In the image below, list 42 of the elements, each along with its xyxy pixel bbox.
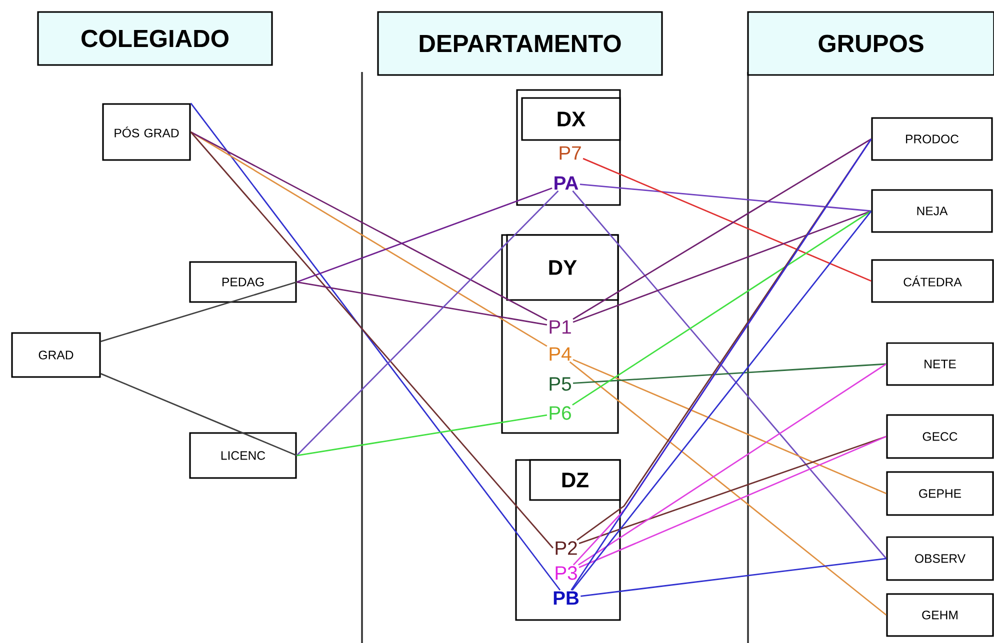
connector-line: [296, 190, 559, 456]
column-header: COLEGIADO: [37, 11, 273, 66]
connector-line: [572, 190, 887, 559]
connector-line: [580, 558, 886, 597]
group-title-box: DX: [521, 97, 621, 141]
connector-line: [572, 358, 886, 494]
connector-line: [578, 363, 887, 566]
item-label: P6: [547, 405, 573, 421]
connector-line: [572, 138, 872, 320]
column-header: DEPARTAMENTO: [377, 11, 663, 76]
label-box: PEDAG: [189, 261, 297, 303]
connector-line: [296, 281, 548, 326]
connector-line: [569, 361, 887, 616]
connector-line: [190, 102, 561, 591]
connector-line: [296, 187, 552, 283]
label-box: LICENC: [189, 432, 297, 479]
label-box: NETE: [886, 342, 994, 386]
group-title-box: DY: [506, 234, 619, 301]
connector-line: [578, 436, 886, 568]
item-label: PB: [552, 590, 580, 606]
label-box: CÁTEDRA: [871, 259, 994, 303]
connector-line: [580, 184, 872, 212]
connector-line: [572, 210, 872, 406]
connector-line: [578, 436, 886, 544]
label-box: PÓS GRAD: [102, 103, 191, 161]
label-box: GECC: [886, 414, 994, 459]
label-box: OBSERV: [886, 536, 994, 581]
connector-line: [573, 363, 886, 384]
connector-line: [190, 132, 554, 548]
connector-line: [296, 414, 548, 456]
group-title-box: DZ: [529, 459, 621, 501]
column-header: GRUPOS: [747, 11, 994, 76]
connector-line: [572, 210, 872, 591]
label-box: GRAD: [11, 332, 101, 378]
connector-line: [572, 210, 872, 323]
label-box: NEJA: [871, 189, 993, 233]
connector-line: [100, 281, 297, 342]
connector-line: [100, 373, 298, 456]
label-box: PRODOC: [871, 117, 993, 161]
connector-line: [582, 158, 872, 282]
label-box: GEPHE: [886, 471, 994, 516]
label-box: GEHM: [886, 593, 994, 637]
